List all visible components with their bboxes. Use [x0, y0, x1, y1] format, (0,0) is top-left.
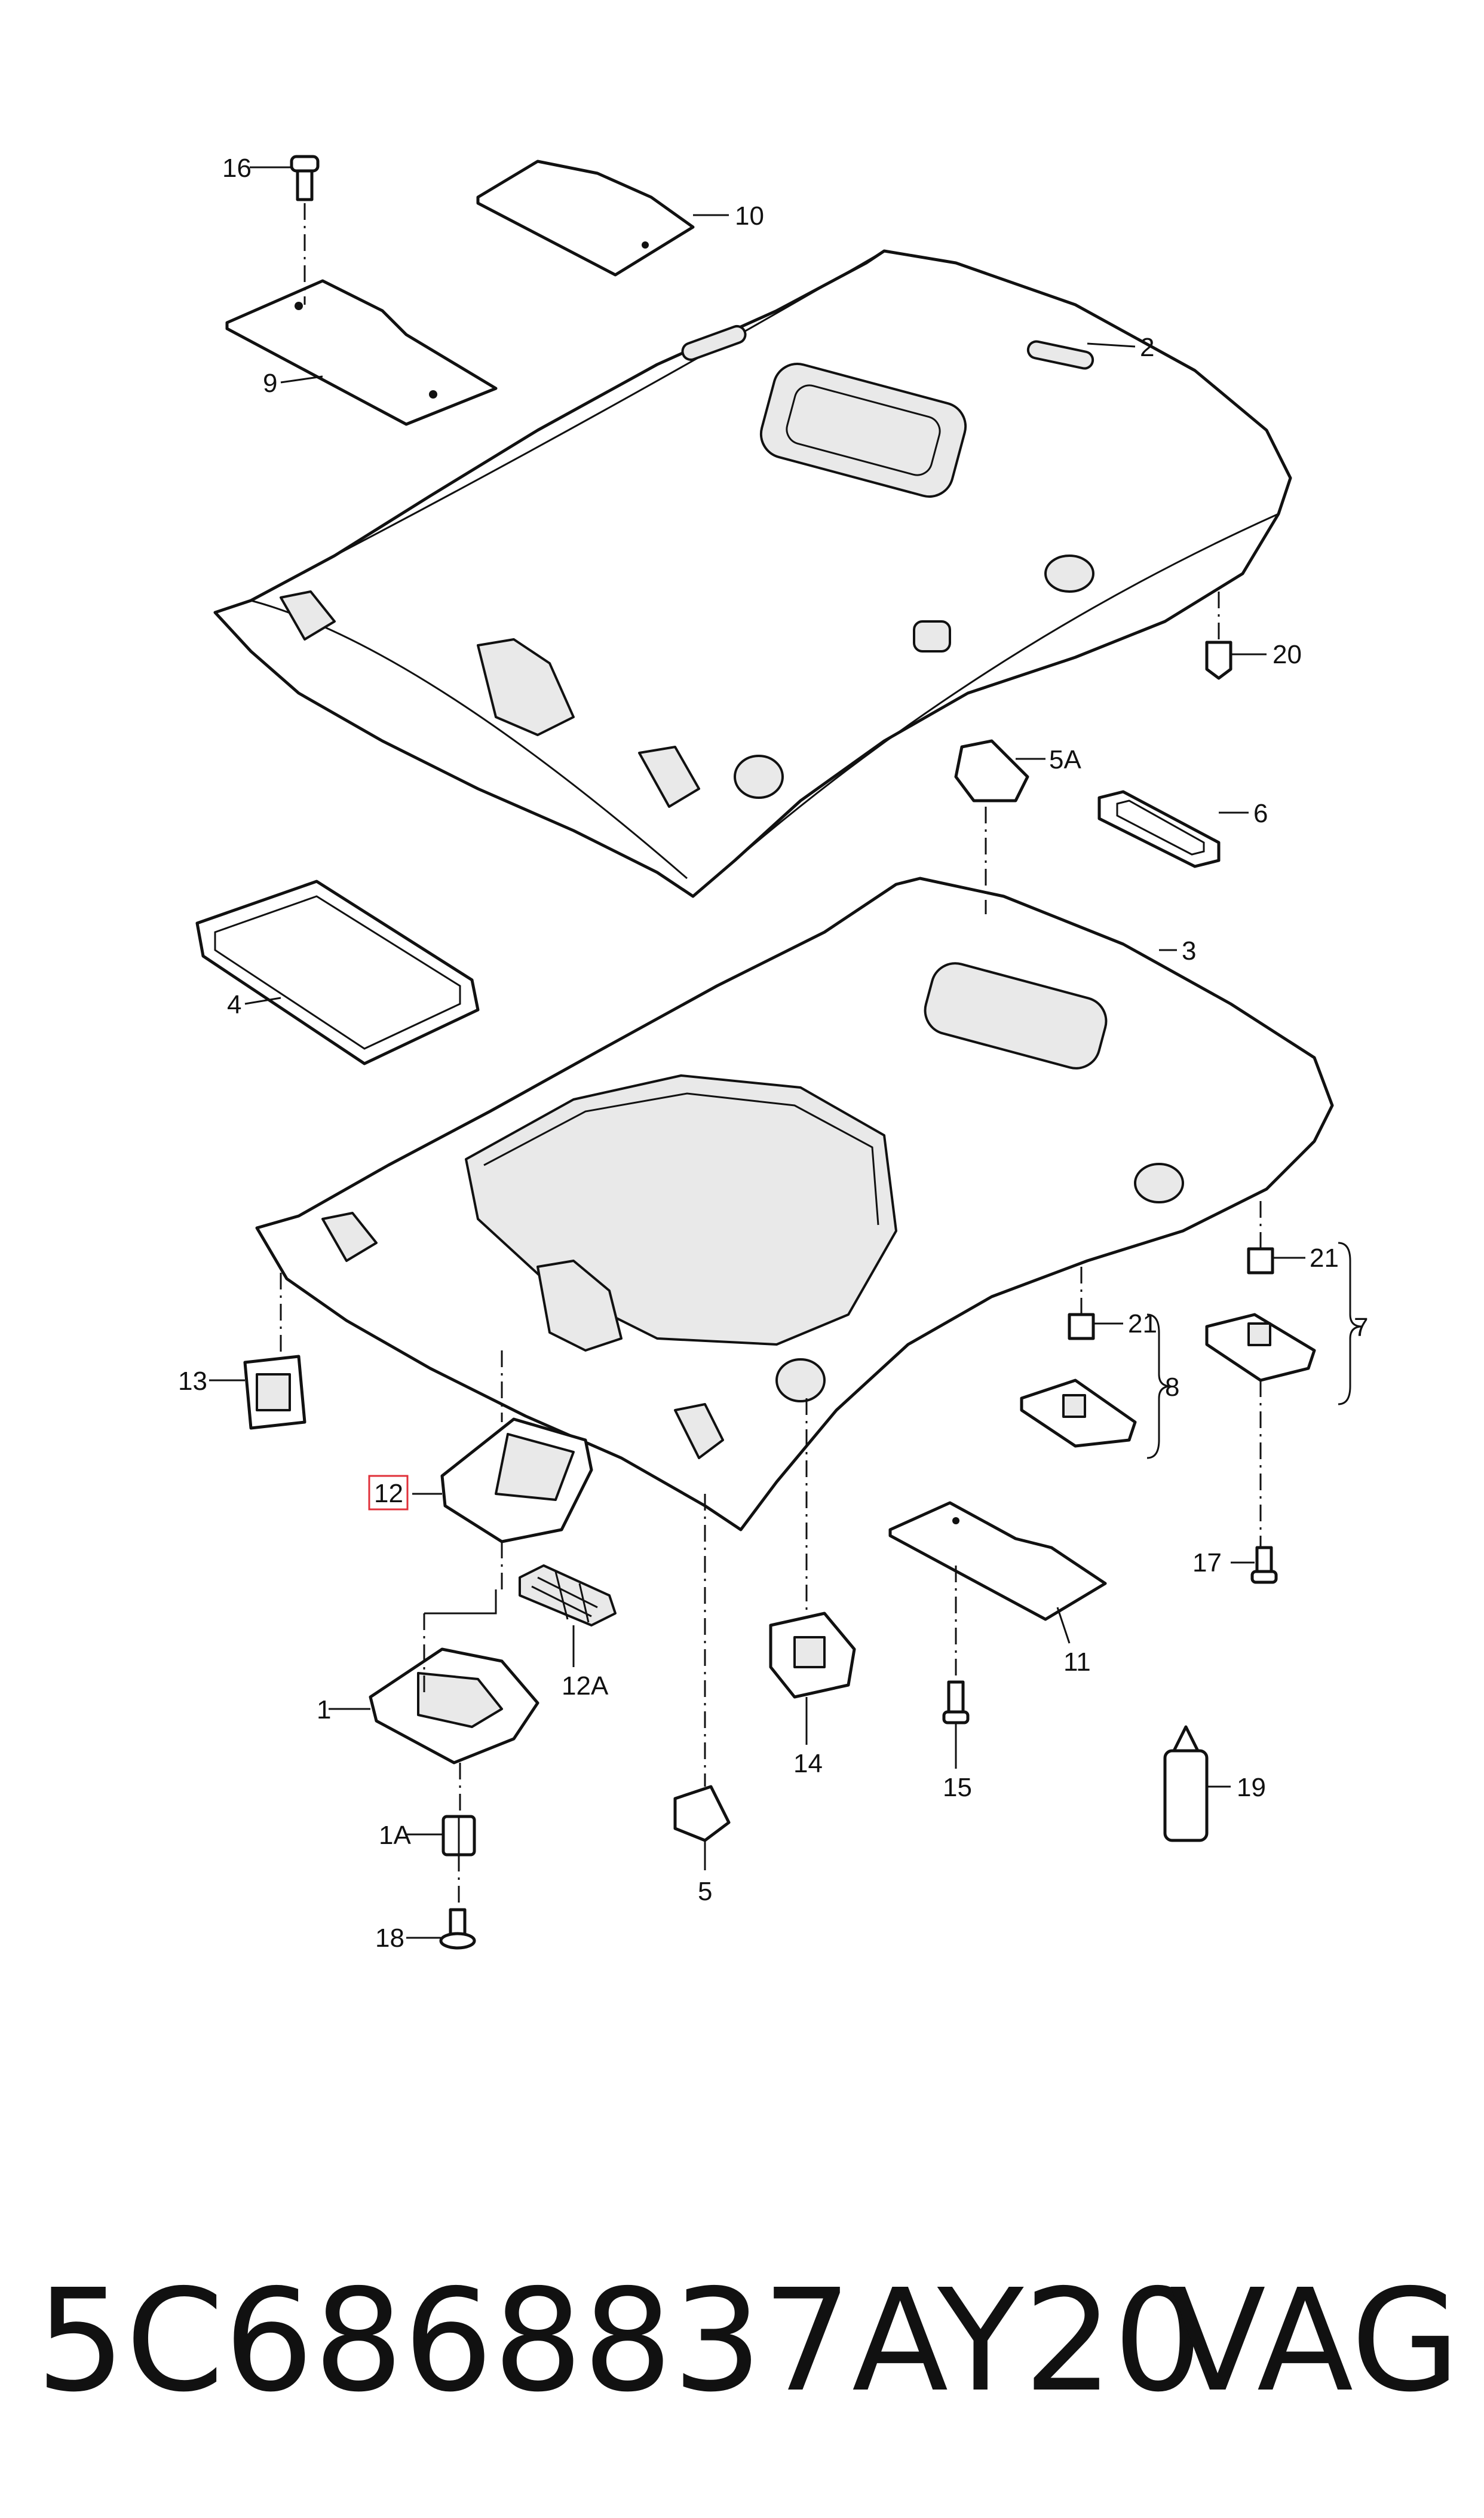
callout-12: 12 [374, 1479, 403, 1508]
callout-17: 17 [1192, 1548, 1222, 1577]
part-16-screw [290, 155, 320, 305]
callout-19: 19 [1237, 1773, 1266, 1802]
parts-exploded-diagram: 16 10 9 2 20 5A 6 3 4 21 7 21 8 13 12 12… [178, 154, 1368, 1953]
callout-13: 13 [178, 1367, 207, 1396]
part-20-clip [1205, 592, 1232, 680]
brand-name: VAG [1169, 2259, 1460, 2423]
part-7-bracket [1205, 1201, 1316, 1548]
callout-16: 16 [222, 154, 252, 183]
headliner-lower [255, 877, 1334, 1531]
callout-8: 8 [1165, 1373, 1179, 1402]
callout-14: 14 [793, 1749, 823, 1778]
part-5A-clip [954, 739, 1029, 914]
part-9-insulation-mat [225, 279, 498, 426]
part-5-clip [673, 1494, 731, 1842]
callout-5A: 5A [1049, 745, 1081, 774]
callout-20: 20 [1273, 640, 1302, 669]
part-1-light-housing [369, 1589, 539, 1822]
footer: 5C6868837AY20 VAG [0, 2247, 1484, 2518]
callout-11: 11 [1063, 1647, 1091, 1677]
part-6-trim-frame [1097, 790, 1221, 868]
callout-1A: 1A [379, 1821, 411, 1850]
callout-12-highlight-box [368, 1475, 409, 1511]
part-17-screw [1250, 1546, 1278, 1584]
callout-2: 2 [1140, 333, 1154, 362]
callout-5: 5 [698, 1877, 712, 1906]
callout-18: 18 [375, 1923, 404, 1953]
callout-10: 10 [735, 201, 764, 231]
part-12-console [440, 1350, 593, 1589]
leader-lines [209, 166, 1305, 1939]
part-10-insulation-mat [476, 160, 695, 277]
callout-15: 15 [943, 1773, 972, 1802]
part-11-insulation-mat [888, 1501, 1107, 1621]
callout-1: 1 [317, 1695, 331, 1724]
part-4-sunroof-gasket [195, 880, 480, 1065]
part-1A-nut [441, 1815, 476, 1912]
callout-3: 3 [1182, 936, 1196, 966]
part-14-holder [769, 1398, 856, 1699]
part-12A-grille [519, 1564, 617, 1626]
callout-6: 6 [1253, 799, 1268, 828]
callout-9: 9 [263, 369, 277, 398]
part-8-bracket [1020, 1267, 1137, 1448]
callout-21-bottom: 21 [1128, 1309, 1157, 1338]
part-number: 5C6868837AY20 [36, 2259, 1203, 2423]
part-19-adhesive-bottle [1163, 1725, 1209, 1842]
part-13-clip [243, 1273, 306, 1430]
callout-12A: 12A [562, 1671, 609, 1701]
callout-7: 7 [1354, 1313, 1368, 1342]
callout-4: 4 [227, 990, 241, 1019]
part-18-screw [439, 1908, 476, 1950]
callout-21-top: 21 [1310, 1243, 1339, 1273]
part-15-screw [942, 1566, 970, 1724]
headliner-upper [213, 249, 1292, 898]
